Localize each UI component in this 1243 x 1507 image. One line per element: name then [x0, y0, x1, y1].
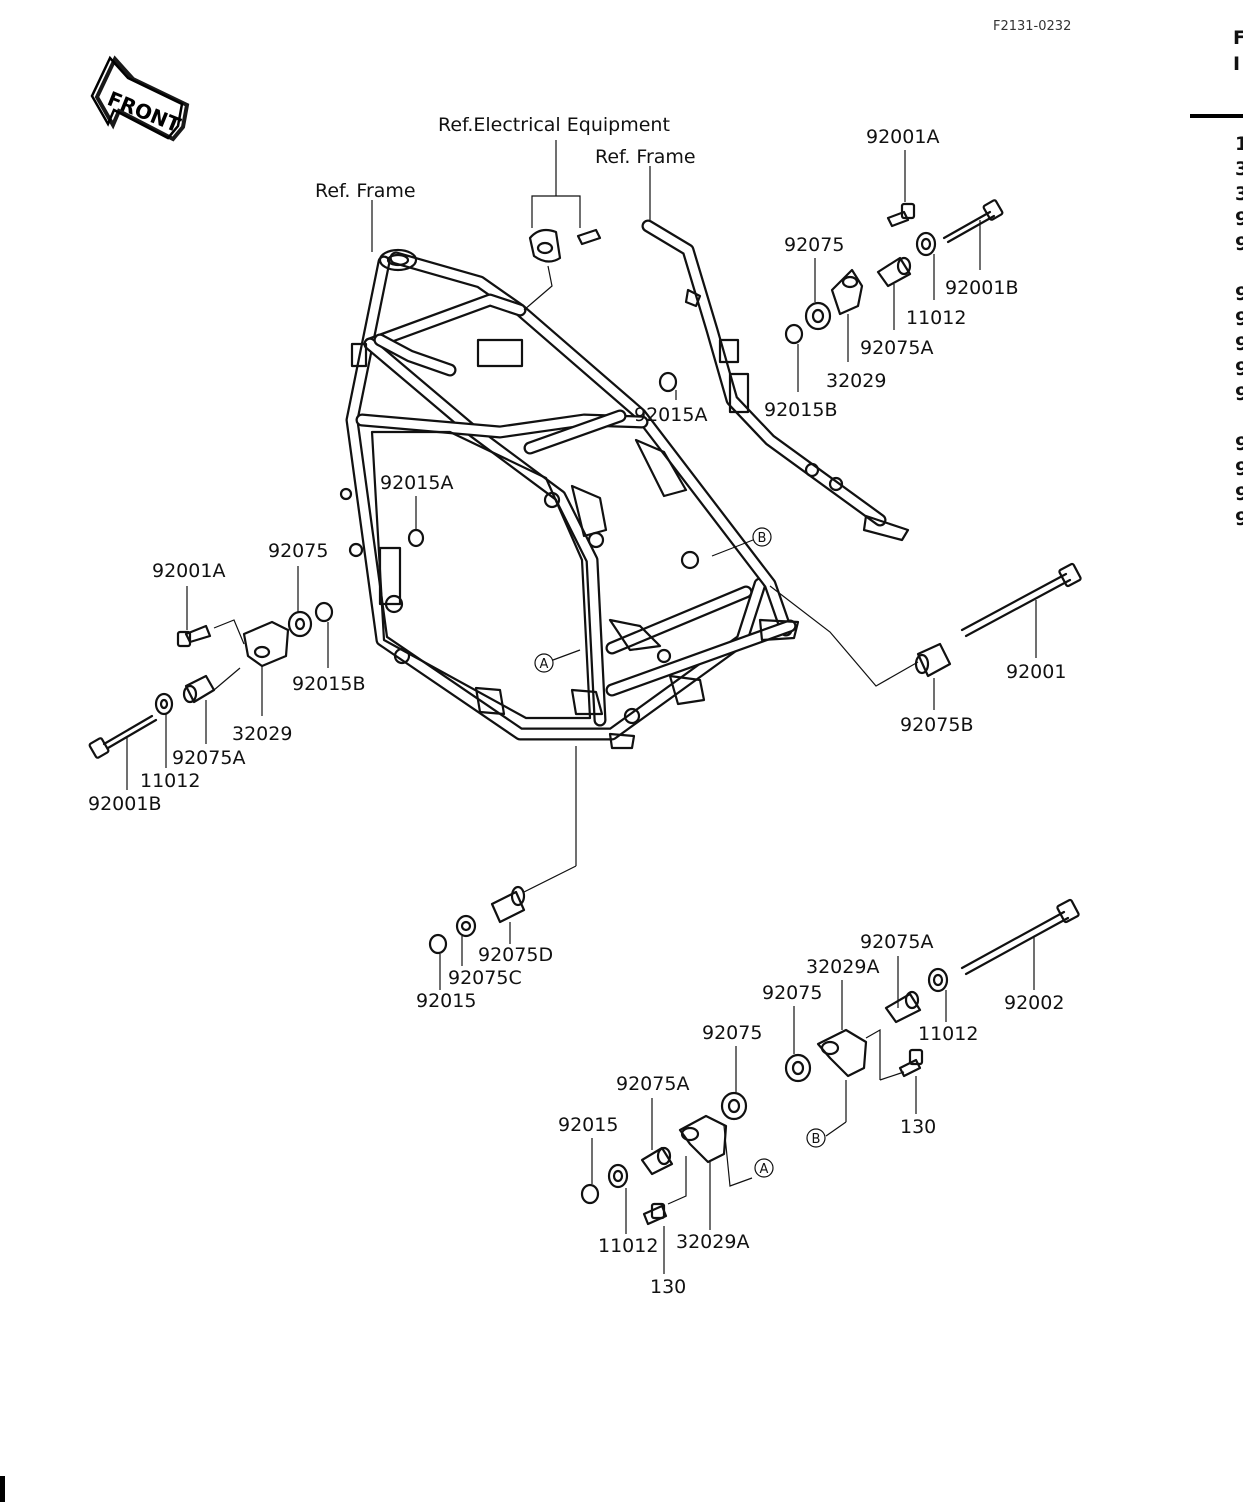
marker-letter: B [758, 531, 767, 546]
edge-text: 9 [1235, 233, 1243, 255]
marker-a-frame: A [534, 649, 581, 673]
top-right-mount [658, 150, 1004, 400]
marker-a-bottom: A [754, 1158, 774, 1178]
part-label: 92075 [784, 234, 844, 256]
marker-letter: A [760, 1162, 769, 1177]
edge-text: 9 [1235, 383, 1243, 405]
part-label: 11012 [918, 1023, 978, 1045]
part-label: 92075 [268, 540, 328, 562]
part-label: 92001B [88, 793, 161, 815]
marker-b-bottom: B [806, 1128, 826, 1148]
part-label: 92075C [448, 967, 522, 989]
page-code: F2131-0232 [993, 19, 1071, 34]
part-label: 92075A [616, 1073, 689, 1095]
edge-text: 9 [1235, 508, 1243, 530]
part-label: 92075 [702, 1022, 762, 1044]
ref-electrical-label: Ref.Electrical Equipment [438, 114, 670, 136]
edge-text: F [1233, 27, 1243, 49]
part-label: 92015 [558, 1114, 618, 1136]
ref-frame-label-right: Ref. Frame [595, 146, 696, 168]
nut-part [407, 528, 425, 548]
edge-text: 9 [1235, 283, 1243, 305]
part-label: 92002 [1004, 992, 1064, 1014]
part-label: 92001A [152, 560, 225, 582]
edge-text: 9 [1235, 433, 1243, 455]
left-mount [88, 566, 334, 790]
main-frame [339, 248, 800, 750]
electrical-clamp [523, 140, 602, 311]
edge-text: 9 [1235, 458, 1243, 480]
part-label: 32029A [676, 1231, 749, 1253]
part-label: 92001A [866, 126, 939, 148]
part-label: 92075 [762, 982, 822, 1004]
part-label: 92015B [292, 673, 365, 695]
front-arrow-icon: FRONT [90, 55, 190, 142]
edge-text: 9 [1235, 483, 1243, 505]
part-label: 130 [650, 1276, 686, 1298]
part-label: 130 [900, 1116, 936, 1138]
edge-text: 1 [1235, 133, 1243, 155]
part-label: 92075A [860, 931, 933, 953]
marker-b-frame: B [711, 527, 772, 557]
right-long-bolt [769, 562, 1082, 710]
part-label: 92075D [478, 944, 553, 966]
part-label: 11012 [906, 307, 966, 329]
bottom-center-mount [428, 746, 577, 990]
edge-text: 3 [1235, 158, 1243, 180]
part-label: 92015 [416, 990, 476, 1012]
part-label: 92001B [945, 277, 1018, 299]
marker-letter: B [812, 1132, 821, 1147]
edge-text: 3 [1235, 183, 1243, 205]
marker-letter: A [540, 657, 549, 672]
edge-text: 9 [1235, 358, 1243, 380]
part-label: 32029A [806, 956, 879, 978]
part-label: 92075A [172, 747, 245, 769]
right-edge-column: F I 1 3 3 9 9 9 9 9 9 9 9 9 9 9 [1190, 27, 1243, 530]
part-label: 92075A [860, 337, 933, 359]
part-label: 11012 [140, 770, 200, 792]
part-label: 92015A [380, 472, 453, 494]
part-label: 92015A [634, 404, 707, 426]
part-label: 92015B [764, 399, 837, 421]
ref-frame-label-left: Ref. Frame [315, 180, 416, 202]
edge-text: 9 [1235, 333, 1243, 355]
edge-mark [0, 1476, 5, 1502]
bottom-left-mount [580, 1046, 753, 1274]
part-label: 92075B [900, 714, 973, 736]
edge-text: I [1233, 53, 1240, 75]
part-label: 92001 [1006, 661, 1066, 683]
bottom-right-mount [784, 898, 1080, 1137]
rear-frame [641, 219, 910, 542]
edge-text: 9 [1235, 208, 1243, 230]
edge-text: 9 [1235, 308, 1243, 330]
part-label: 32029 [232, 723, 292, 745]
part-label: 11012 [598, 1235, 658, 1257]
part-label: 32029 [826, 370, 886, 392]
